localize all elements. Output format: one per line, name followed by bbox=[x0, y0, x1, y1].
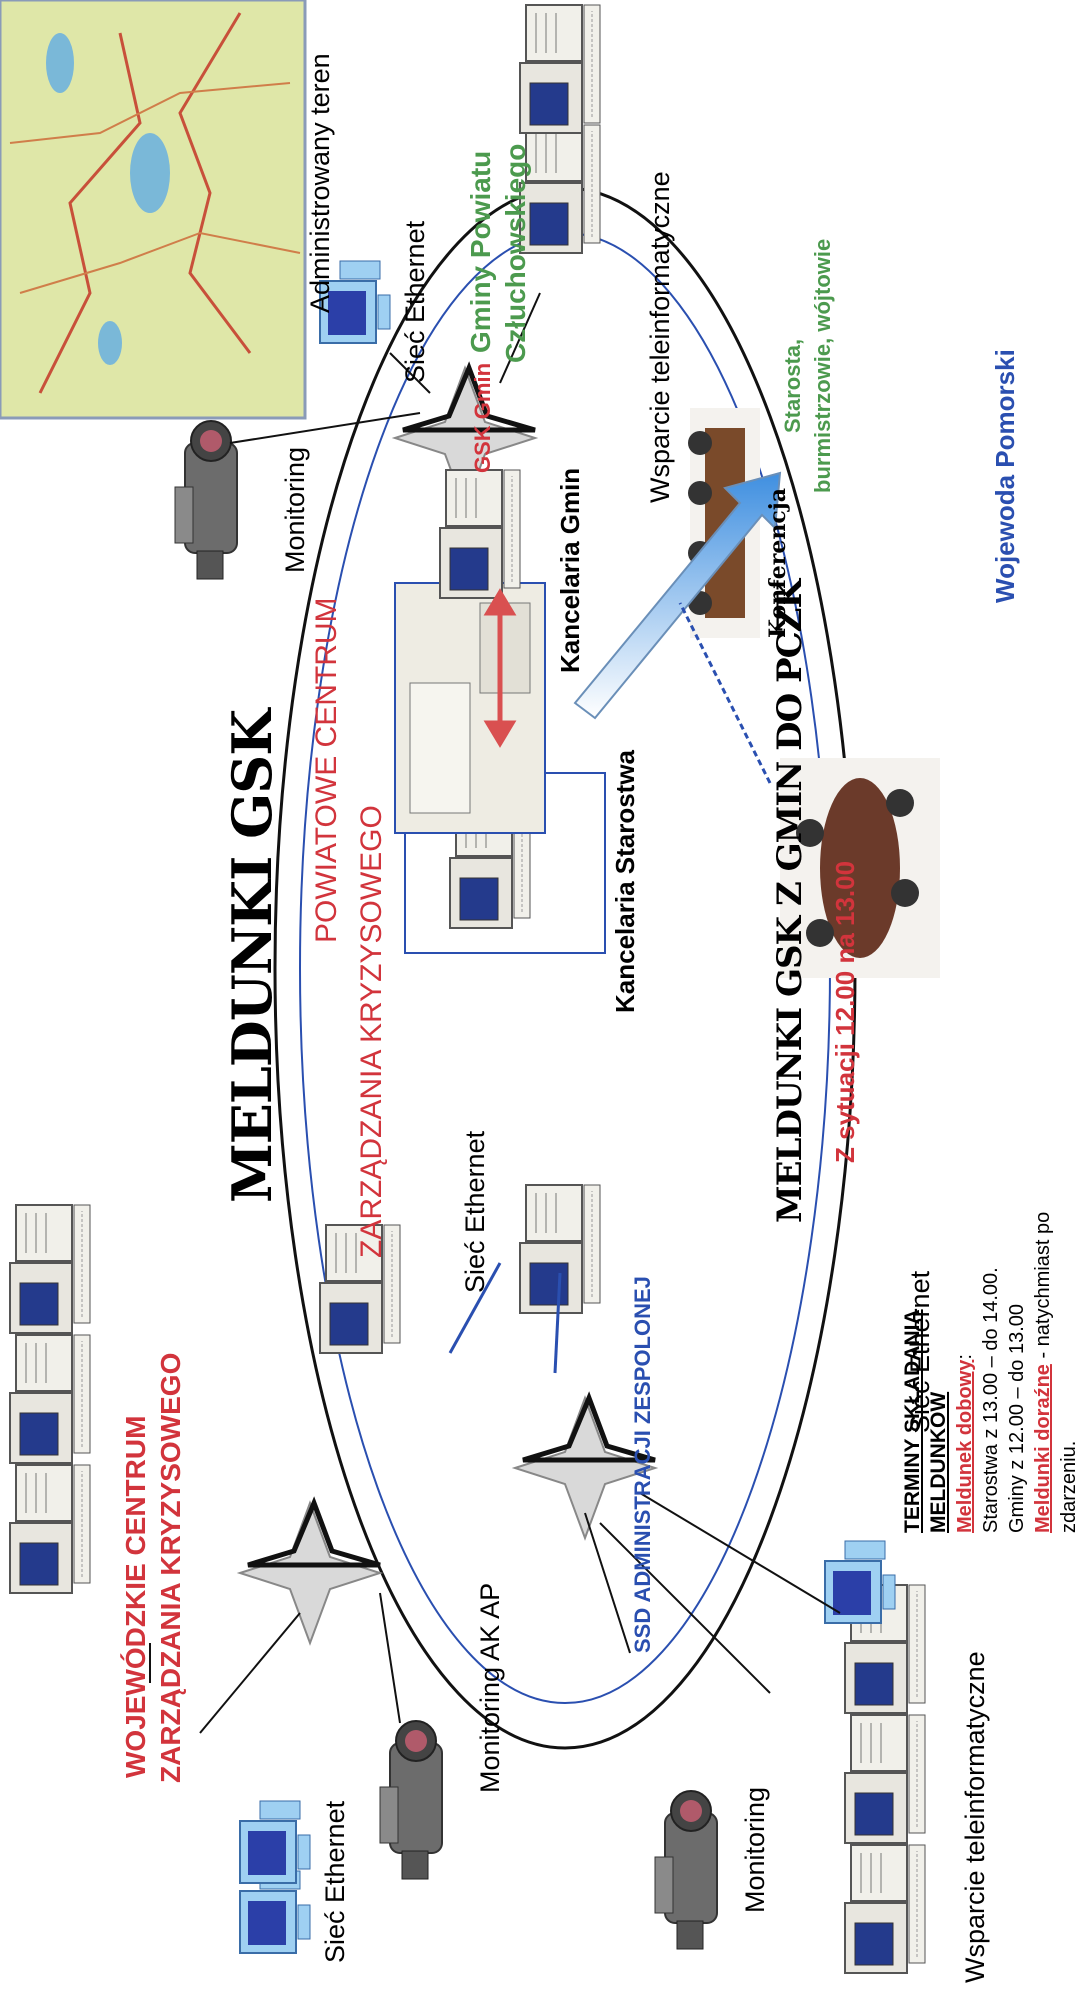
terms-line2: Gminy z 12.00 – do 13.00 bbox=[1006, 1303, 1028, 1533]
siec-ethernet-2: Sieć Ethernet bbox=[460, 1130, 490, 1293]
ssd-label: SSD ADMINISTRACJI ZESPOLONEJ bbox=[630, 1276, 655, 1653]
wczk-line1: WOJEWÓDZKIE CENTRUM bbox=[120, 1415, 151, 1778]
wojewoda: Wojewoda Pomorski bbox=[990, 349, 1020, 603]
terms-line1: Starostwa z 13.00 – do 14.00. bbox=[980, 1267, 1002, 1533]
dorazne-label: Meldunki doraźne bbox=[1032, 1364, 1054, 1533]
dobowy-colon: : bbox=[954, 1354, 976, 1360]
konferencja: Konferencja bbox=[765, 488, 791, 638]
kancelaria-gmin: Kancelaria Gmin bbox=[555, 467, 585, 673]
dobowy-label: Meldunek dobowy bbox=[954, 1359, 976, 1533]
wsparcie-bottom: Wsparcie teleinformatyczne bbox=[960, 1651, 990, 1983]
administrowany: Administrowany teren bbox=[305, 53, 335, 313]
terms-line4: zdarzeniu. bbox=[1058, 1440, 1080, 1533]
pczk-line2: ZARZĄDZANIA KRYZYSOWEGO bbox=[355, 805, 388, 1258]
monitoring-ak: Monitoring AK AP bbox=[475, 1582, 505, 1793]
monitoring-bottom: Monitoring bbox=[740, 1786, 770, 1913]
gminy-line2: Człuchowskiego bbox=[500, 143, 531, 363]
star-hub-icon bbox=[240, 1503, 380, 1643]
siec-ethernet-1: Sieć Ethernet bbox=[320, 1800, 350, 1963]
title-meldunki-gsk: MELDUNKI GSK bbox=[220, 709, 284, 1203]
conference-photo bbox=[688, 408, 940, 978]
siec-ethernet-top: Sieć Ethernet bbox=[400, 220, 430, 383]
gminy-line1: Gminy Powiatu bbox=[465, 150, 496, 353]
terms-block: TERMINY SKŁADANIA MELDUNKÓW Meldunek dob… bbox=[900, 1173, 1082, 1533]
gsk-gmin-label: GSK Gmin bbox=[470, 362, 495, 473]
starosta-line1: Starosta, bbox=[780, 338, 805, 433]
starosta-line2: burmistrzowie, wójtowie bbox=[810, 238, 835, 493]
kancelaria-starostwa: Kancelaria Starostwa bbox=[610, 749, 640, 1013]
pczk-line1: POWIATOWE CENTRUM bbox=[310, 597, 343, 943]
monitoring-top: Monitoring bbox=[280, 446, 310, 573]
wsparcie-top: Wsparcie teleinformatyczne bbox=[645, 171, 675, 503]
map-image bbox=[0, 0, 307, 420]
dorazne-rest: - natychmiast po bbox=[1032, 1211, 1054, 1365]
wczk-line2: ZARZĄDZANIA KRYZYSOWEGO bbox=[155, 1352, 186, 1783]
z-sytuacji: Z sytuacji 12.00 na 13.00 bbox=[830, 860, 860, 1163]
title-meldunki-gsk-gmin: MELDUNKI GSK Z GMIN DO PCZK bbox=[770, 579, 810, 1223]
terms-heading: TERMINY SKŁADANIA MELDUNKÓW bbox=[901, 1309, 950, 1533]
